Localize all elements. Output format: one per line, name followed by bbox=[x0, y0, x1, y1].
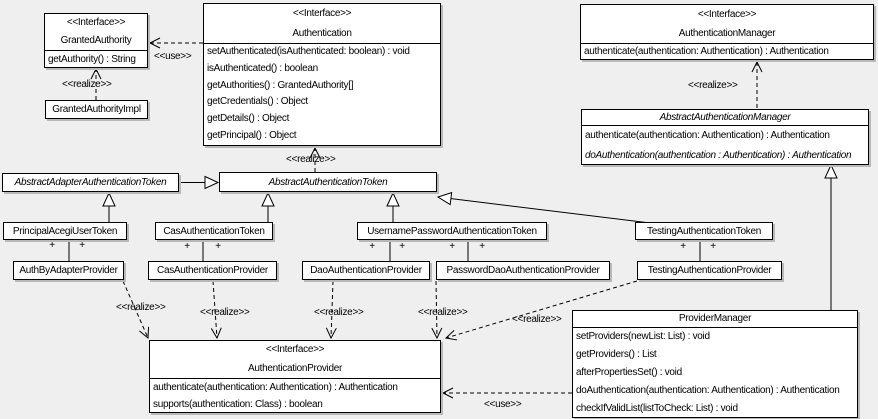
stereotype-label: <<Interface>> bbox=[697, 9, 757, 20]
method: supports(authentication: Class) : boolea… bbox=[153, 399, 323, 410]
class-granted-authority-impl: GrantedAuthorityImpl bbox=[45, 100, 148, 119]
class-name: AbstractAuthenticationToken bbox=[268, 176, 388, 188]
class-name: ProviderManager bbox=[678, 313, 752, 324]
edge-realize-passworddaoprovider-authprovider bbox=[431, 280, 443, 340]
edge-label-realize: <<realize>> bbox=[314, 307, 364, 318]
class-provider-manager: ProviderManager setProviders(newList: Li… bbox=[572, 310, 858, 418]
edge-label-use: <<use>> bbox=[154, 51, 192, 62]
class-principal-acegi-user-token: PrincipalAcegiUserToken bbox=[3, 222, 127, 240]
assoc-end-plus: + bbox=[184, 241, 190, 252]
method: isAuthenticated() : boolean bbox=[207, 62, 318, 74]
class-granted-authority: <<Interface>> GrantedAuthority getAuthor… bbox=[44, 13, 148, 68]
class-auth-by-adapter-provider: AuthByAdapterProvider bbox=[13, 261, 124, 280]
edge-label-use: <<use>> bbox=[484, 399, 522, 410]
stereotype-label: <<Interface>> bbox=[66, 17, 126, 28]
class-dao-authentication-provider: DaoAuthenticationProvider bbox=[302, 261, 430, 280]
method: getDetails() : Object bbox=[207, 113, 290, 125]
class-name: GrantedAuthority bbox=[60, 35, 132, 46]
class-name: UsernamePasswordAuthenticationToken bbox=[367, 225, 537, 237]
class-abstract-adapter-authentication-token: AbstractAdapterAuthenticationToken bbox=[2, 173, 179, 192]
class-cas-authentication-provider: CasAuthenticationProvider bbox=[148, 261, 277, 280]
edge-realize-authbyadapterprovider-authprovider bbox=[122, 280, 150, 340]
class-name: AuthenticationProvider bbox=[247, 362, 342, 374]
class-name: PasswordDaoAuthenticationProvider bbox=[446, 265, 600, 276]
class-name: AbstractAuthenticationManager bbox=[659, 112, 791, 123]
class-name: AuthenticationManager bbox=[678, 28, 776, 39]
stereotype-label: <<Interface>> bbox=[292, 8, 352, 19]
assoc-end-plus: + bbox=[710, 241, 716, 252]
class-name: AbstractAdapterAuthenticationToken bbox=[14, 177, 167, 188]
method: authenticate(authentication: Authenticat… bbox=[153, 382, 398, 393]
assoc-end-plus: + bbox=[369, 241, 375, 252]
edge-gen-testingtoken-abstracttoken bbox=[436, 191, 651, 224]
assoc-end-plus: + bbox=[215, 241, 221, 252]
class-cas-authentication-token: CasAuthenticationToken bbox=[155, 222, 273, 240]
class-testing-authentication-token: TestingAuthenticationToken bbox=[635, 222, 773, 240]
edge-label-realize: <<realize>> bbox=[286, 154, 336, 165]
assoc-end-plus: + bbox=[49, 240, 55, 251]
edge-label-realize: <<realize>> bbox=[116, 302, 166, 313]
class-name: DaoAuthenticationProvider bbox=[310, 265, 422, 276]
method: authenticate(authentication: Authenticat… bbox=[584, 46, 829, 57]
assoc-end-plus: + bbox=[399, 241, 405, 252]
class-name: TestingAuthenticationToken bbox=[647, 225, 761, 237]
class-authentication-provider: <<Interface>> AuthenticationProvider aut… bbox=[149, 340, 441, 413]
class-name: AuthByAdapterProvider bbox=[19, 265, 118, 276]
assoc-end-plus: + bbox=[449, 241, 455, 252]
method: doAuthentication(authentication: Authent… bbox=[576, 385, 840, 396]
edge-label-realize: <<realize>> bbox=[418, 307, 468, 318]
class-name: PrincipalAcegiUserToken bbox=[12, 225, 118, 237]
edge-realize-testingprovider-authprovider bbox=[444, 280, 638, 341]
edge-realize-daoprovider-authprovider bbox=[325, 280, 337, 340]
assoc-end-plus: + bbox=[680, 241, 686, 252]
method: getAuthorities() : GrantedAuthority[] bbox=[207, 79, 354, 91]
method: setProviders(newList: List) : void bbox=[576, 331, 710, 342]
edge-label-realize: <<realize>> bbox=[200, 307, 250, 318]
class-abstract-authentication-manager: AbstractAuthenticationManager authentica… bbox=[581, 109, 869, 165]
class-abstract-authentication-token: AbstractAuthenticationToken bbox=[219, 172, 437, 192]
method: doAuthentication(authentication : Authen… bbox=[585, 149, 852, 161]
method: getProviders() : List bbox=[576, 349, 657, 360]
class-authentication-manager: <<Interface>> AuthenticationManager auth… bbox=[580, 4, 874, 60]
stereotype-label: <<Interface>> bbox=[265, 344, 325, 355]
class-username-password-authentication-token: UsernamePasswordAuthenticationToken bbox=[357, 222, 547, 240]
class-name: GrantedAuthorityImpl bbox=[52, 104, 141, 115]
method: getCredentials() : Object bbox=[207, 96, 308, 108]
method: getAuthority() : String bbox=[48, 54, 136, 65]
class-authentication: <<Interface>> Authentication setAuthenti… bbox=[203, 3, 441, 146]
method: setAuthenticated(isAuthenticated: boolea… bbox=[207, 46, 410, 57]
class-name: Authentication bbox=[292, 27, 352, 39]
edge-label-realize: <<realize>> bbox=[512, 314, 562, 325]
method: afterPropertiesSet() : void bbox=[576, 367, 682, 378]
class-name: TestingAuthenticationProvider bbox=[647, 265, 772, 276]
method: authenticate(authentication: Authenticat… bbox=[585, 130, 830, 141]
assoc-end-plus: + bbox=[479, 241, 485, 252]
edge-realize-casprovider-authprovider bbox=[210, 280, 222, 340]
class-testing-authentication-provider: TestingAuthenticationProvider bbox=[637, 261, 782, 280]
class-password-dao-authentication-provider: PasswordDaoAuthenticationProvider bbox=[436, 261, 610, 280]
method: getPrincipal() : Object bbox=[207, 129, 297, 141]
class-name: CasAuthenticationToken bbox=[163, 225, 265, 237]
edge-label-realize: <<realize>> bbox=[688, 80, 738, 91]
class-name: CasAuthenticationProvider bbox=[157, 265, 268, 276]
edge-label-realize: <<realize>> bbox=[62, 79, 112, 90]
method: checkIfValidList(listToCheck: List) : vo… bbox=[576, 403, 738, 414]
assoc-end-plus: + bbox=[79, 240, 85, 251]
